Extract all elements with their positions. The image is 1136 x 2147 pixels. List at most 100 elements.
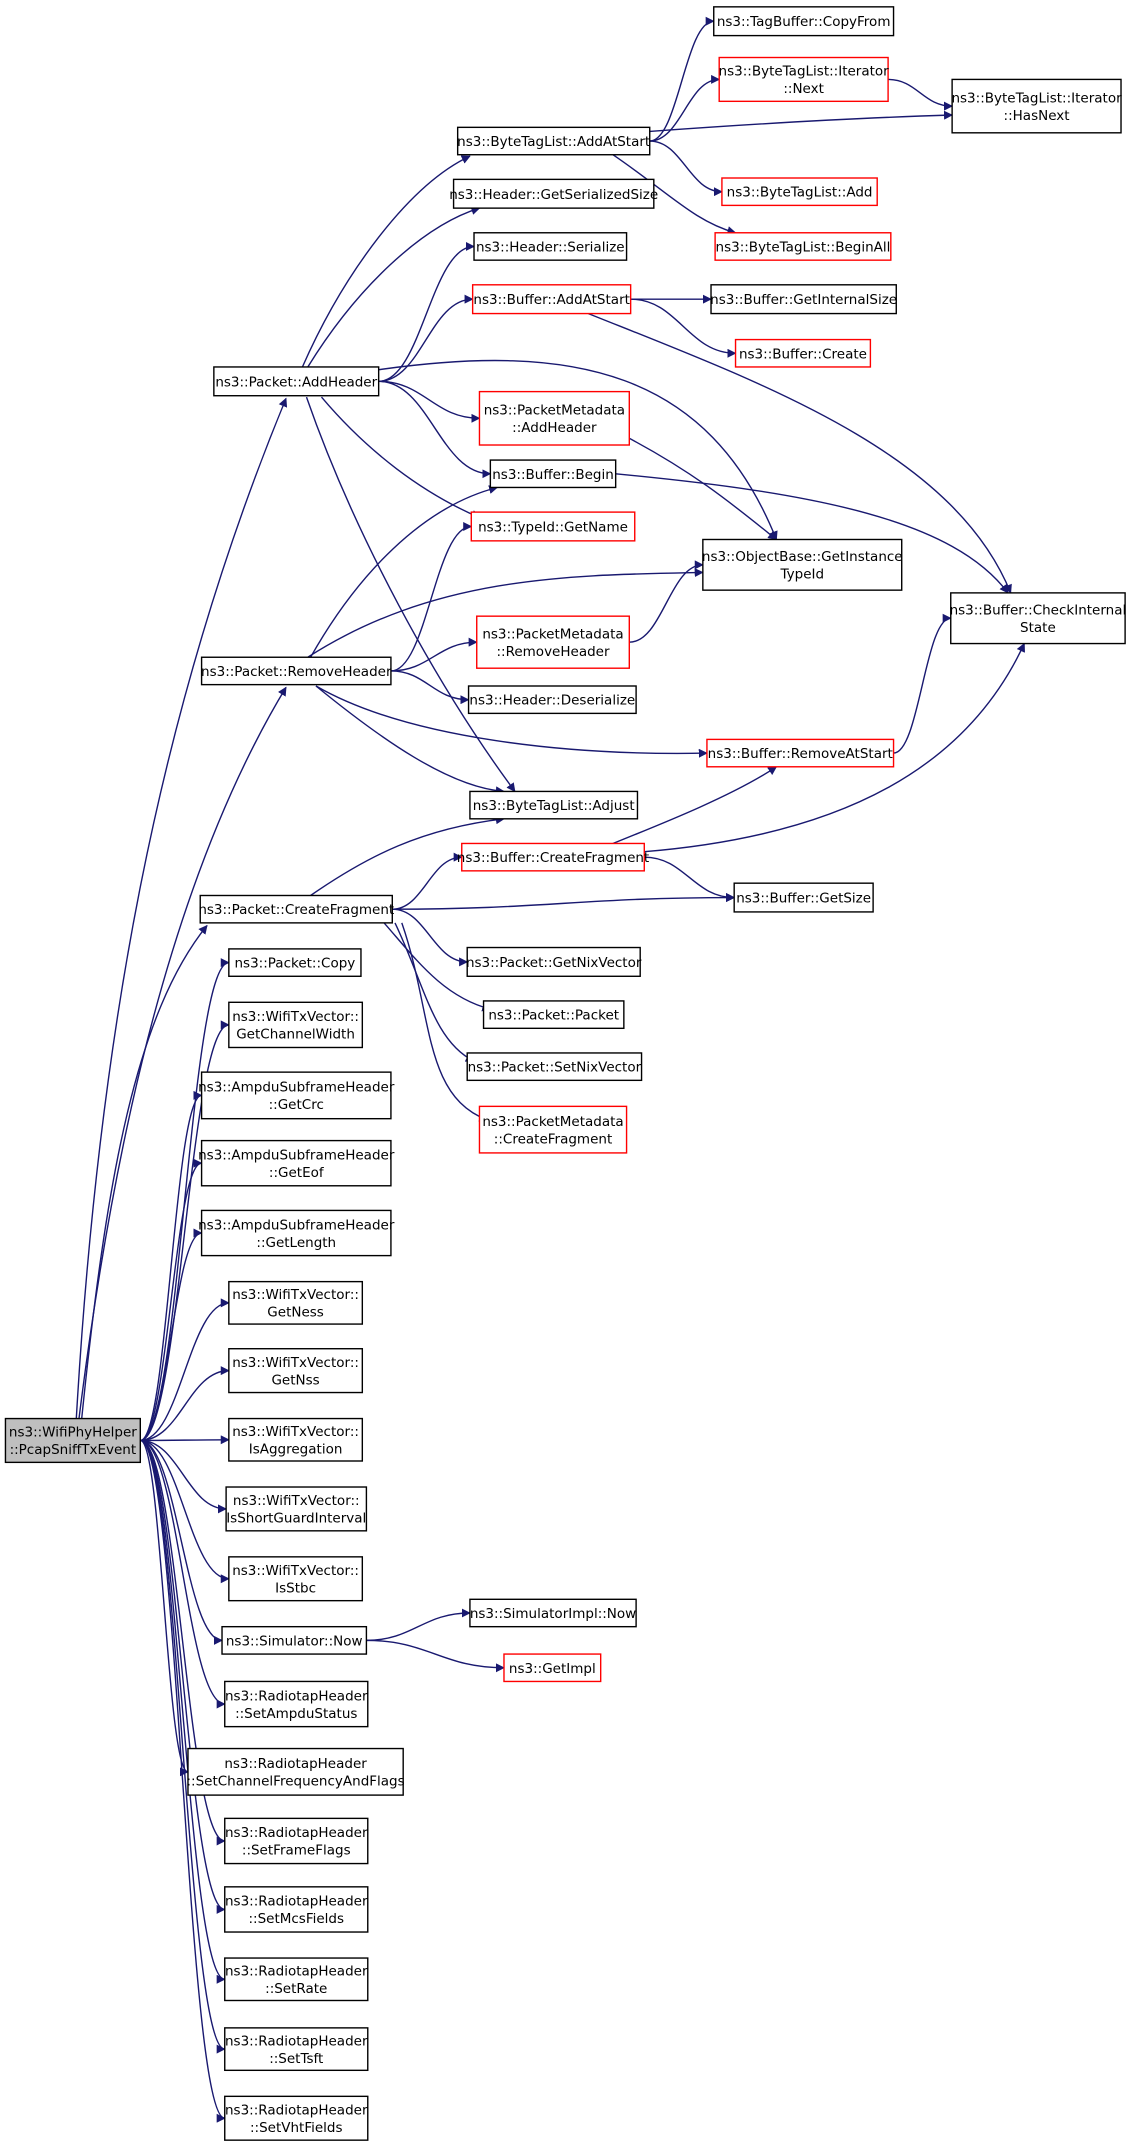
edge-root-to-wtv_isstbc [140, 1439, 230, 1584]
edges-layer [75, 16, 1025, 2123]
node-simimpl_now[interactable]: ns3::SimulatorImpl::Now [469, 1598, 637, 1628]
node-ash_getcrc[interactable]: ns3::AmpduSubframeHeader::GetCrc [198, 1071, 395, 1120]
node-rh_setrate[interactable]: ns3::RadiotapHeader::SetRate [224, 1957, 369, 2002]
node-box [187, 1747, 404, 1796]
node-box [950, 592, 1126, 645]
node-packet_createfragment[interactable]: ns3::Packet::CreateFragment [198, 894, 394, 924]
node-label: ns3::Header::Deserialize [469, 693, 635, 709]
edge-packet_removeheader-to-buffer_removeatstart [315, 685, 708, 758]
edge-packet_createfragment-to-pm_createfragment [401, 922, 489, 1122]
node-btl_adjust[interactable]: ns3::ByteTagList::Adjust [469, 790, 639, 820]
node-buffer_createfragment[interactable]: ns3::Buffer::CreateFragment [457, 842, 649, 872]
node-header_deserialize[interactable]: ns3::Header::Deserialize [467, 685, 637, 715]
node-pm_createfragment[interactable]: ns3::PacketMetadata::CreateFragment [478, 1105, 628, 1154]
node-label: ns3::TagBuffer::CopyFrom [717, 14, 891, 30]
node-packet_getnixvector[interactable]: ns3::Packet::GetNixVector [466, 946, 642, 977]
node-rh_setchanfreqflags[interactable]: ns3::RadiotapHeader::SetChannelFrequency… [186, 1747, 405, 1796]
node-label: ::SetTsft [269, 2051, 323, 2067]
node-packet_addheader[interactable]: ns3::Packet::AddHeader [213, 366, 380, 397]
node-box [224, 1817, 369, 1865]
node-getimpl[interactable]: ns3::GetImpl [503, 1653, 602, 1683]
node-btl_beginall[interactable]: ns3::ByteTagList::BeginAll [714, 232, 892, 261]
node-label: ns3::WifiPhyHelper [9, 1425, 137, 1441]
node-label: ns3::ByteTagList::AddAtStart [457, 134, 650, 150]
node-pm_removeheader[interactable]: ns3::PacketMetadata::RemoveHeader [476, 615, 630, 669]
edge-packet_addheader-to-btl_adjust [305, 396, 516, 793]
node-rh_setvhtfields[interactable]: ns3::RadiotapHeader::SetVhtFields [224, 2095, 369, 2141]
node-box [228, 1417, 364, 1462]
node-label: ns3::Buffer::GetSize [736, 891, 871, 907]
node-pm_addheader[interactable]: ns3::PacketMetadata::AddHeader [478, 390, 630, 446]
node-buffer_addatstart[interactable]: ns3::Buffer::AddAtStart [471, 284, 632, 315]
node-label: ns3::RadiotapHeader [225, 1964, 368, 1980]
node-root[interactable]: ns3::WifiPhyHelper::PcapSniffTxEvent [4, 1417, 141, 1464]
node-ash_getlength[interactable]: ns3::AmpduSubframeHeader::GetLength [198, 1209, 395, 1257]
node-wtv_isstbc[interactable]: ns3::WifiTxVector::IsStbc [228, 1556, 364, 1602]
node-packet_packet[interactable]: ns3::Packet::Packet [482, 1000, 625, 1030]
node-box [951, 78, 1122, 134]
node-box [473, 232, 628, 261]
edge-packet_addheader-to-typeid_getname [320, 396, 481, 519]
node-btl_add[interactable]: ns3::ByteTagList::Add [721, 177, 878, 207]
node-rh_setampdustatus[interactable]: ns3::RadiotapHeader::SetAmpduStatus [224, 1680, 369, 1728]
node-rh_setframeflags[interactable]: ns3::RadiotapHeader::SetFrameFlags [224, 1817, 369, 1865]
node-label: ns3::RadiotapHeader [225, 1894, 368, 1910]
node-wtv_isshortgi[interactable]: ns3::WifiTxVector::IsShortGuardInterval [225, 1486, 368, 1532]
node-wtv_getness[interactable]: ns3::WifiTxVector::GetNess [228, 1280, 364, 1325]
node-ash_geteof[interactable]: ns3::AmpduSubframeHeader::GetEof [198, 1139, 395, 1187]
node-box [213, 366, 380, 397]
node-label: ns3::PacketMetadata [484, 403, 625, 419]
node-box [718, 56, 889, 103]
node-label: ::SetVhtFields [250, 2120, 343, 2136]
node-buffer_getsize[interactable]: ns3::Buffer::GetSize [733, 882, 874, 913]
edge-buffer_removeatstart-to-buffer_checkinternalstate [893, 613, 952, 754]
node-buffer_getinternalsize[interactable]: ns3::Buffer::GetInternalSize [710, 284, 897, 315]
edge-buffer_createfragment-to-buffer_removeatstart [612, 766, 778, 845]
node-wtv_getnss[interactable]: ns3::WifiTxVector::GetNss [228, 1348, 364, 1394]
node-buffer_removeatstart[interactable]: ns3::Buffer::RemoveAtStart [706, 738, 895, 768]
edge-packet_addheader-to-btl_addatstart [301, 155, 471, 368]
node-label: IsShortGuardInterval [226, 1511, 366, 1527]
edge-btl_iter_next-to-btl_iter_hasnext [888, 78, 954, 111]
node-tagbuf_copyfrom[interactable]: ns3::TagBuffer::CopyFrom [713, 6, 895, 37]
node-box [713, 6, 895, 37]
node-packet_setnixvector[interactable]: ns3::Packet::SetNixVector [466, 1052, 643, 1082]
node-btl_addatstart[interactable]: ns3::ByteTagList::AddAtStart [456, 126, 651, 156]
node-box [224, 1957, 369, 2002]
node-btl_iter_next[interactable]: ns3::ByteTagList::Iterator::Next [718, 56, 890, 103]
node-label: ::SetRate [265, 1981, 327, 1997]
edge-btl_addatstart-to-btl_beginall [612, 154, 737, 236]
node-rh_settsft[interactable]: ns3::RadiotapHeader::SetTsft [224, 2027, 369, 2072]
node-box [224, 1680, 369, 1728]
node-label: GetNess [267, 1305, 324, 1321]
node-label: ns3::ByteTagList::BeginAll [716, 239, 891, 255]
node-label: ns3::Buffer::Create [739, 346, 867, 362]
node-label: ns3::RadiotapHeader [225, 1825, 368, 1841]
node-rh_setmcsfields[interactable]: ns3::RadiotapHeader::SetMcsFields [224, 1886, 369, 1933]
edge-packet_removeheader-to-objbase_getinstancetypeid [307, 568, 704, 658]
node-box [456, 126, 651, 156]
node-label: ::GetLength [256, 1235, 336, 1251]
node-packet_copy[interactable]: ns3::Packet::Copy [228, 948, 362, 977]
edge-buffer_createfragment-to-buffer_getsize [644, 856, 736, 903]
node-label: ns3::SimulatorImpl::Now [470, 1606, 636, 1622]
node-wtv_getchannelwidth[interactable]: ns3::WifiTxVector::GetChannelWidth [228, 1001, 364, 1049]
node-simulator_now[interactable]: ns3::Simulator::Now [221, 1625, 368, 1655]
node-wtv_isaggregation[interactable]: ns3::WifiTxVector::IsAggregation [228, 1417, 364, 1462]
node-label: ns3::Buffer::RemoveAtStart [708, 746, 893, 762]
node-header_getsersize[interactable]: ns3::Header::GetSerializedSize [449, 178, 658, 209]
node-label: ns3::Packet::Packet [488, 1008, 619, 1024]
node-packet_removeheader[interactable]: ns3::Packet::RemoveHeader [200, 656, 392, 686]
node-buffer_begin[interactable]: ns3::Buffer::Begin [489, 459, 617, 489]
node-label: ns3::WifiTxVector:: [232, 1009, 359, 1025]
node-typeid_getname[interactable]: ns3::TypeId::GetName [470, 511, 636, 542]
node-label: ns3::PacketMetadata [482, 1114, 623, 1130]
node-buffer_create[interactable]: ns3::Buffer::Create [734, 338, 872, 368]
node-label: ns3::AmpduSubframeHeader [198, 1147, 395, 1163]
edge-root-to-ash_geteof [140, 1158, 203, 1442]
edge-buffer_addatstart-to-buffer_create [630, 298, 737, 358]
node-header_serialize[interactable]: ns3::Header::Serialize [473, 232, 628, 261]
node-btl_iter_hasnext[interactable]: ns3::ByteTagList::Iterator::HasNext [951, 78, 1122, 134]
